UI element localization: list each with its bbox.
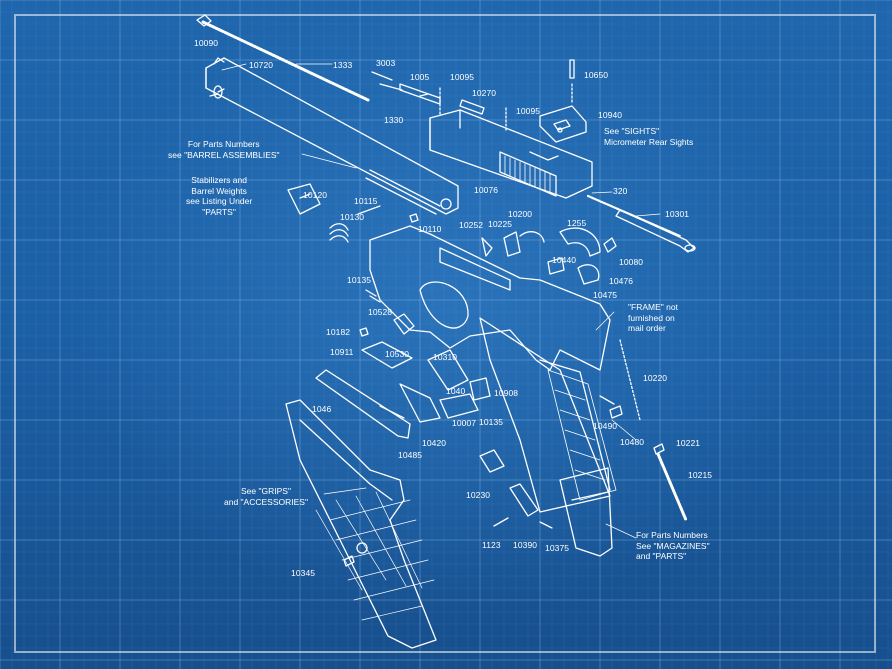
part-label-1123: 1123	[482, 540, 501, 550]
part-label-10230: 10230	[466, 490, 491, 500]
part-label-10476: 10476	[609, 276, 634, 286]
note-grips: See "GRIPS" and "ACCESSORIES"	[224, 486, 308, 507]
frame	[369, 225, 617, 513]
part-label-10345: 10345	[291, 568, 316, 578]
note-magazines-line3: and "PARTS"	[636, 551, 687, 561]
note-sights: See "SIGHTS" Micrometer Rear Sights	[604, 126, 693, 147]
note-sights-line2: Micrometer Rear Sights	[604, 136, 694, 147]
part-label-10182: 10182	[326, 327, 351, 337]
part-label-10270: 10270	[472, 88, 497, 98]
part-label-10225: 10225	[488, 219, 513, 229]
part-label-10420: 10420	[422, 438, 447, 448]
note-barrel-line2: see "BARREL ASSEMBLIES"	[168, 149, 280, 160]
recoil-spring-rod	[196, 14, 370, 102]
firing-pin	[586, 194, 696, 253]
note-magazines-line1: For Parts Numbers	[636, 530, 708, 540]
part-label-10095-slide: 10095	[516, 106, 541, 116]
side-plates	[315, 289, 491, 439]
part-label-10007: 10007	[452, 418, 477, 428]
note-sights-line1: See "SIGHTS"	[604, 126, 660, 136]
trigger-parts	[481, 227, 617, 285]
small-pins	[371, 59, 575, 131]
note-stabilizers-line3: see Listing Under	[186, 196, 253, 206]
note-magazines-line2: See "MAGAZINES"	[636, 540, 710, 551]
part-label-10440: 10440	[552, 255, 577, 265]
part-label-10220: 10220	[643, 373, 668, 383]
part-label-10301: 10301	[665, 209, 690, 219]
part-label-10135-top: 10135	[347, 275, 372, 285]
part-label-10485: 10485	[398, 450, 423, 460]
note-stabilizers: Stabilizers and Barrel Weights see Listi…	[186, 175, 252, 217]
part-label-10095-top: 10095	[450, 72, 475, 82]
part-label-10310: 10310	[433, 352, 458, 362]
note-stabilizers-line1: Stabilizers and	[191, 175, 247, 185]
part-label-10221: 10221	[676, 438, 701, 448]
part-label-10390: 10390	[513, 540, 538, 550]
part-label-1005: 1005	[410, 72, 430, 82]
part-label-10490: 10490	[593, 421, 618, 431]
part-label-1333: 1333	[333, 60, 353, 70]
part-label-10475: 10475	[593, 290, 618, 300]
part-label-10135-mid: 10135	[479, 417, 504, 427]
note-grips-line2: and "ACCESSORIES"	[224, 496, 308, 507]
leader-lines	[221, 63, 661, 539]
note-frame: "FRAME" not furnished on mail order	[628, 302, 678, 334]
part-label-10720: 10720	[249, 60, 274, 70]
small-bottom-parts	[343, 339, 688, 567]
note-magazines: For Parts Numbers See "MAGAZINES" and "P…	[636, 530, 710, 562]
barrel	[205, 57, 459, 215]
part-label-10911: 10911	[330, 347, 354, 357]
part-label-10908: 10908	[494, 388, 519, 398]
rear-sight	[539, 105, 587, 143]
part-label-10530: 10530	[385, 349, 410, 359]
part-label-10115: 10115	[354, 196, 378, 206]
part-label-10480: 10480	[620, 437, 645, 447]
part-label-10080: 10080	[619, 257, 644, 267]
part-label-10940: 10940	[598, 110, 623, 120]
part-label-1330: 1330	[384, 115, 404, 125]
part-label-3003: 3003	[376, 58, 396, 68]
stabilizer-parts	[287, 183, 419, 243]
part-label-320: 320	[613, 186, 628, 196]
part-label-10215: 10215	[688, 470, 713, 480]
part-label-1255: 1255	[567, 218, 587, 228]
note-grips-line1: See "GRIPS"	[241, 486, 291, 496]
part-label-10130: 10130	[340, 212, 365, 222]
grip-panel	[285, 399, 437, 649]
note-stabilizers-line4: "PARTS"	[202, 206, 236, 217]
part-label-10110: 10110	[418, 224, 442, 234]
part-label-10076: 10076	[474, 185, 499, 195]
part-label-10375: 10375	[545, 543, 570, 553]
magazine	[559, 467, 613, 557]
note-frame-line1: "FRAME" not	[628, 302, 678, 312]
part-label-10200: 10200	[508, 209, 533, 219]
part-label-10090: 10090	[194, 38, 219, 48]
note-barrel-line1: For Parts Numbers	[187, 139, 260, 149]
note-frame-line3: mail order	[628, 323, 666, 333]
note-frame-line2: furnished on	[628, 312, 675, 323]
part-label-1046: 1046	[312, 404, 332, 414]
part-label-10120: 10120	[303, 190, 328, 200]
slide	[429, 109, 593, 199]
part-label-10650: 10650	[584, 70, 609, 80]
note-stabilizers-line2: Barrel Weights	[191, 185, 247, 196]
part-label-10252: 10252	[459, 220, 484, 230]
note-barrel-assemblies: For Parts Numbers see "BARREL ASSEMBLIES…	[168, 139, 280, 160]
part-label-1040: 1040	[446, 386, 466, 396]
part-label-10528: 10528	[368, 307, 393, 317]
